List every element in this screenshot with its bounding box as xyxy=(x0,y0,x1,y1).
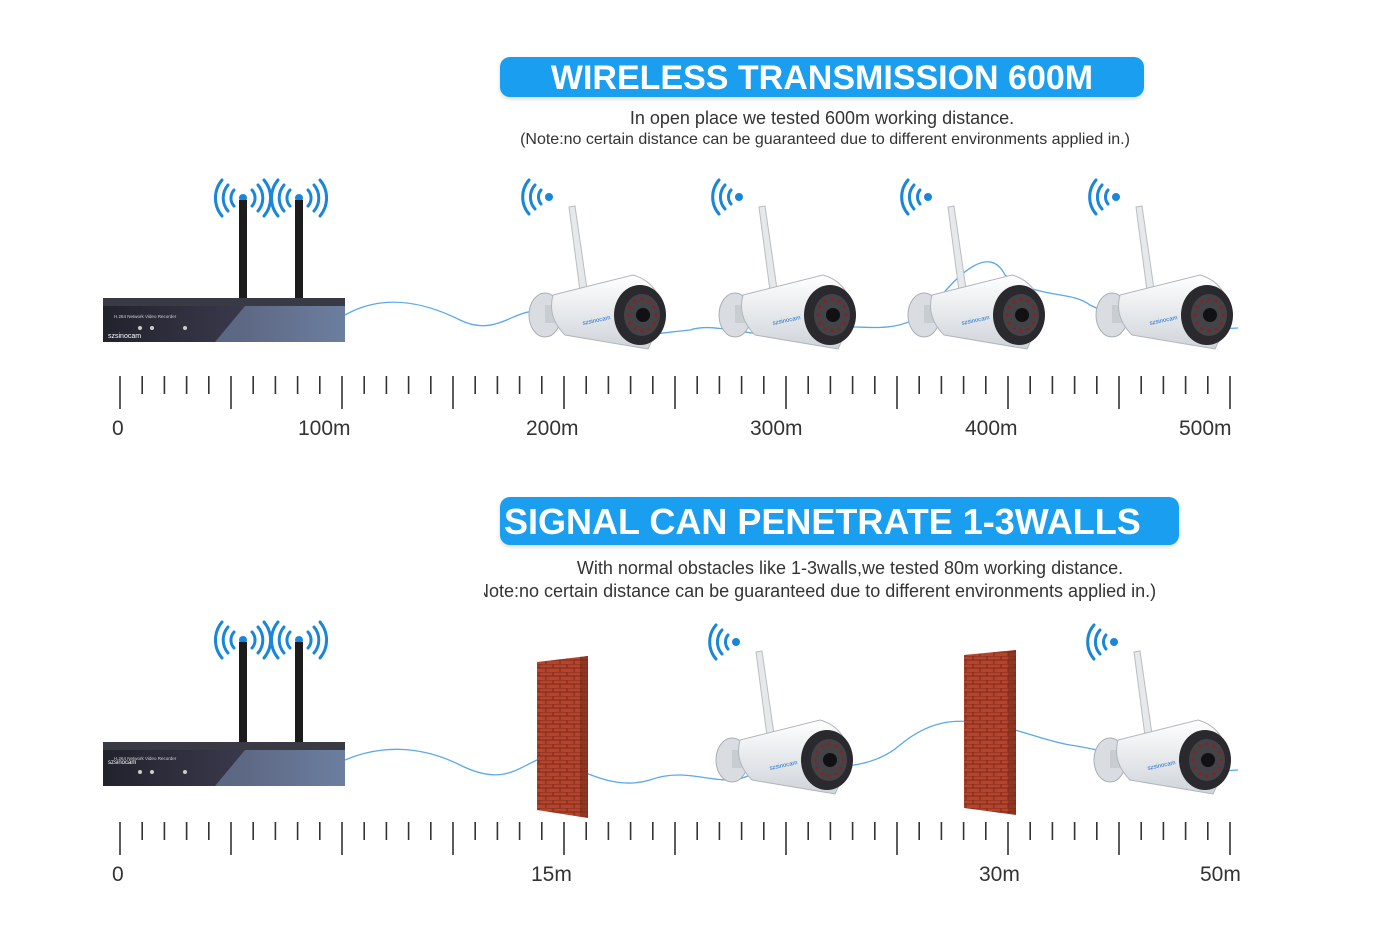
scale-label-30m: 30m xyxy=(979,863,1020,886)
nvr-brand-label: szsinocam xyxy=(108,333,141,340)
nvr-recorder-icon: szsinocam H.264 Network Video Recorder xyxy=(103,620,345,786)
bullet-camera-icon: szsinocam xyxy=(708,623,853,795)
section-1-note: (Note:no certain distance can be guarant… xyxy=(520,131,1130,148)
wifi-signal-icon xyxy=(1086,623,1120,661)
wifi-signal-icon xyxy=(1088,178,1122,216)
scale-label-300m: 300m xyxy=(750,417,803,440)
camera-brand-label: szsinocam xyxy=(772,315,801,327)
scale-label-0: 0 xyxy=(112,417,124,440)
nvr-model-label: H.264 Network Video Recorder xyxy=(114,756,177,761)
section-1-subtitle: In open place we tested 600m working dis… xyxy=(629,108,1015,128)
wifi-signal-icon xyxy=(708,623,742,661)
camera-brand-label: szsinocam xyxy=(582,315,611,327)
nvr-model-label: H.264 Network Video Recorder xyxy=(114,314,177,319)
camera-brand-label: szsinocam xyxy=(961,315,990,327)
scale-label-15m: 15m xyxy=(531,863,572,886)
camera-brand-label: szsinocam xyxy=(769,760,798,772)
section-2-subtitle: With normal obstacles like 1-3walls,we t… xyxy=(576,558,1124,578)
section-2-note: (Note:no certain distance can be guarant… xyxy=(484,581,1157,601)
bullet-camera-icon: szsinocam xyxy=(1086,623,1231,795)
brick-wall-icon xyxy=(537,656,588,818)
scale-label-500m: 500m xyxy=(1179,417,1232,440)
wifi-signal-icon xyxy=(900,178,934,216)
scale-label-100m: 100m xyxy=(298,417,351,440)
brick-wall-icon xyxy=(964,650,1016,815)
scale-label-400m: 400m xyxy=(965,417,1018,440)
bullet-camera-icon: szsinocam xyxy=(521,178,666,350)
scale-label-0: 0 xyxy=(112,863,124,886)
wifi-signal-icon xyxy=(521,178,555,216)
distance-ruler-1 xyxy=(119,376,1231,409)
section-1-title-banner: WIRELESS TRANSMISSION 600M xyxy=(500,57,1144,97)
section-2-note-clip: (Note:no certain distance can be guarant… xyxy=(484,581,1244,605)
scale-label-200m: 200m xyxy=(526,417,579,440)
camera-brand-label: szsinocam xyxy=(1147,760,1176,772)
wifi-signal-icon xyxy=(711,178,745,216)
bullet-camera-icon: szsinocam xyxy=(900,178,1045,350)
distance-ruler-2 xyxy=(119,822,1231,855)
bullet-camera-icon: szsinocam xyxy=(711,178,856,350)
section-2-title-banner: SIGNAL CAN PENETRATE 1-3WALLS xyxy=(500,497,1179,545)
nvr-brand-label: szsinocam xyxy=(108,760,136,766)
nvr-recorder-icon: szsinocam H.264 Network Video Recorder xyxy=(103,178,345,342)
camera-brand-label: szsinocam xyxy=(1149,315,1178,327)
bullet-camera-icon: szsinocam xyxy=(1088,178,1233,350)
scale-label-50m: 50m xyxy=(1200,863,1241,886)
